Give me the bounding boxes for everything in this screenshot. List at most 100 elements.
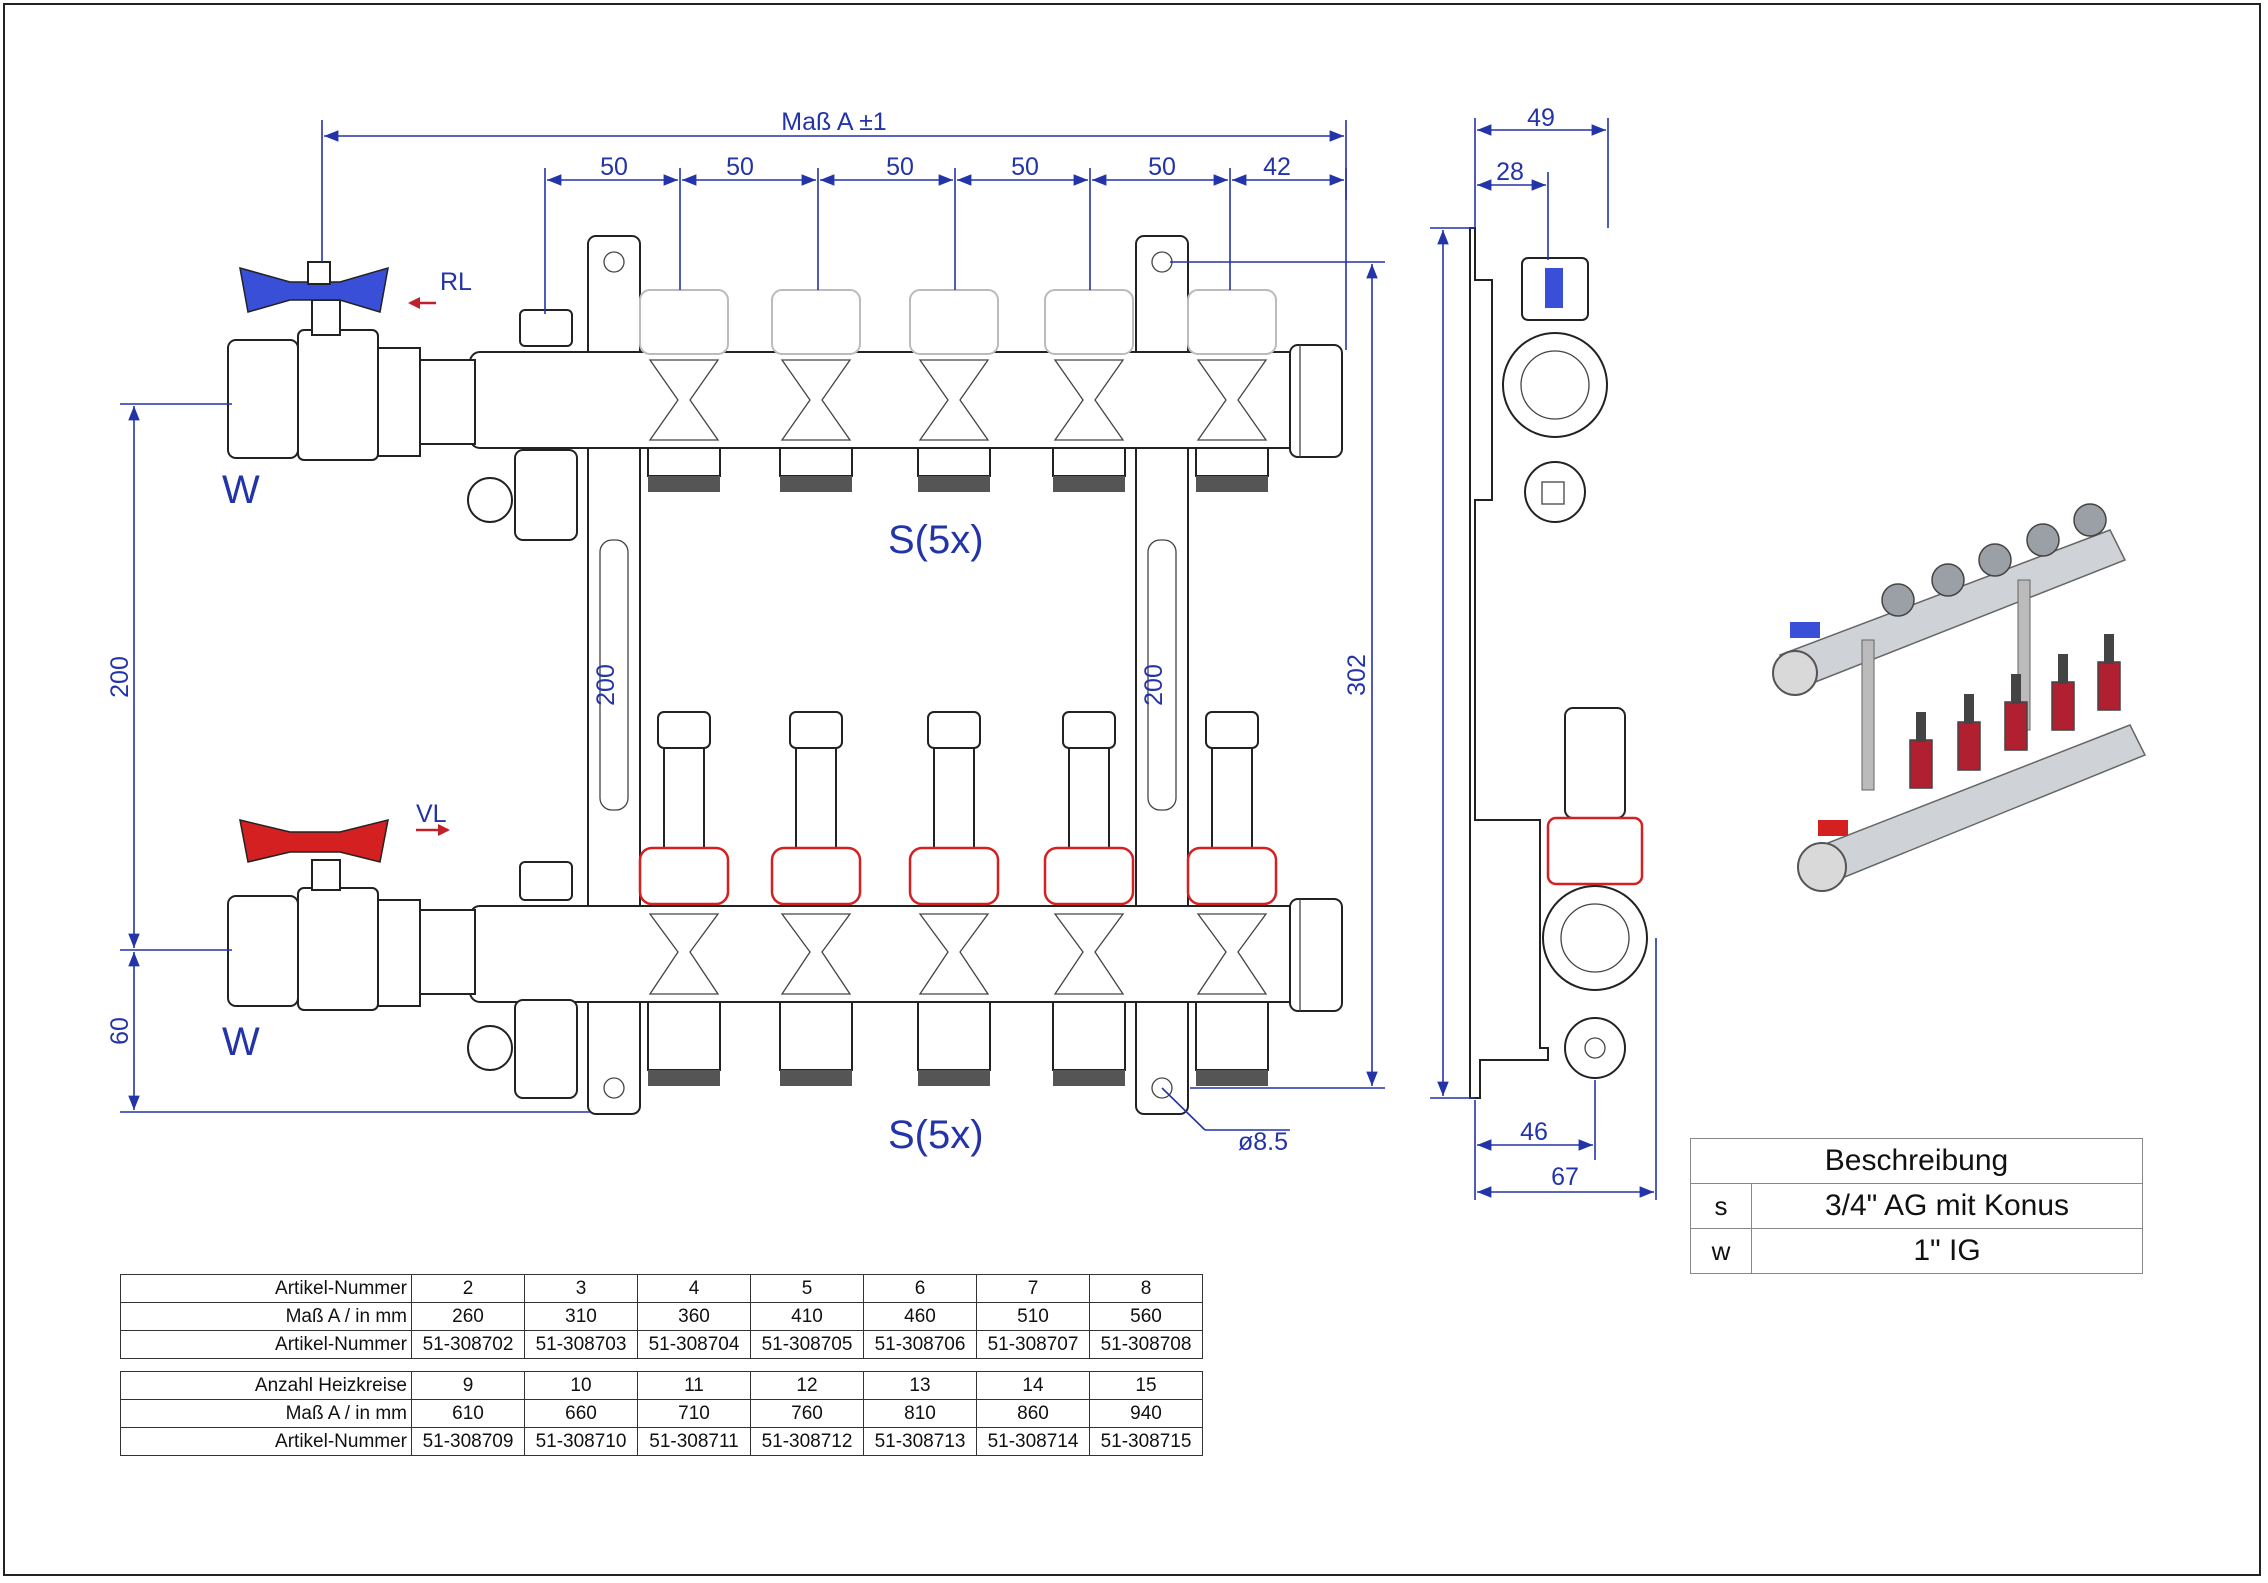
cell: 4 (637, 1274, 751, 1303)
cell: 360 (637, 1302, 751, 1331)
cell: 940 (1089, 1399, 1203, 1428)
air-vent-top (467, 309, 578, 541)
cell: 560 (1089, 1302, 1203, 1331)
table-row: Maß A / in mm 260 310 360 410 460 510 56… (120, 1302, 1203, 1331)
dim-mass-a: Maß A ±1 (781, 108, 886, 136)
cell: 410 (750, 1302, 864, 1331)
dim-spacing-3: 50 (886, 153, 914, 181)
row-label: Anzahl Heizkreise (120, 1371, 412, 1400)
dim-side-46: 46 (1520, 1118, 1548, 1146)
dim-height-302: 302 (1343, 654, 1371, 696)
dim-side-67: 67 (1551, 1163, 1579, 1191)
dim-height-200: 200 (106, 656, 134, 698)
cell: 15 (1089, 1371, 1203, 1400)
description-key: s (1690, 1183, 1752, 1229)
mounting-bracket-left (587, 235, 641, 1115)
table-row: s 3/4" AG mit Konus (1690, 1183, 2143, 1229)
side-return-bar (1502, 332, 1608, 438)
cell: 660 (524, 1399, 638, 1428)
cell: 51-308713 (863, 1427, 977, 1456)
cell: 51-308705 (750, 1330, 864, 1359)
cell: 51-308710 (524, 1427, 638, 1456)
cell: 51-308714 (976, 1427, 1090, 1456)
flow-meter-5 (1186, 711, 1278, 1086)
return-outlet-3 (909, 289, 999, 492)
cell: 51-308704 (637, 1330, 751, 1359)
dim-height-60: 60 (106, 1017, 134, 1045)
drawing-frame (3, 3, 2261, 1576)
cell: 51-308707 (976, 1330, 1090, 1359)
cell: 10 (524, 1371, 638, 1400)
dim-side-49: 49 (1527, 104, 1555, 132)
cell: 51-308706 (863, 1330, 977, 1359)
cell: 14 (976, 1371, 1090, 1400)
row-label: Artikel-Nummer (120, 1330, 412, 1359)
cell: 810 (863, 1399, 977, 1428)
air-vent-bottom (467, 861, 578, 1099)
row-label: Artikel-Nummer (120, 1427, 412, 1456)
description-table: Beschreibung s 3/4" AG mit Konus w 1" IG (1690, 1138, 2143, 1274)
flow-ball-valve (227, 818, 476, 1011)
label-s-top: S(5x) (888, 518, 984, 562)
return-valve-handle (239, 266, 389, 313)
cell: 13 (863, 1371, 977, 1400)
cell: 260 (411, 1302, 525, 1331)
table-row: Maß A / in mm 610 660 710 760 810 860 94… (120, 1399, 1203, 1428)
dim-hole: ø8.5 (1238, 1128, 1288, 1156)
front-view: 200 200 (222, 235, 1343, 1157)
cell: 51-308715 (1089, 1427, 1203, 1456)
bracket-mark-right: 200 (1140, 664, 1168, 706)
row-label: Maß A / in mm (120, 1399, 412, 1428)
row-label: Artikel-Nummer (120, 1274, 412, 1303)
table-row: w 1" IG (1690, 1228, 2143, 1274)
mounting-bracket-right (1135, 235, 1189, 1115)
cell: 11 (637, 1371, 751, 1400)
cell: 51-308708 (1089, 1330, 1203, 1359)
return-outlet-1 (639, 289, 729, 492)
cell: 510 (976, 1302, 1090, 1331)
flow-meter-4 (1043, 711, 1135, 1086)
flow-valve-handle (239, 818, 389, 863)
table-row: Anzahl Heizkreise 9 10 11 12 13 14 15 (120, 1371, 1203, 1400)
cell: 2 (411, 1274, 525, 1303)
cell: 710 (637, 1399, 751, 1428)
cell: 860 (976, 1399, 1090, 1428)
cell: 460 (863, 1302, 977, 1331)
cell: 51-308709 (411, 1427, 525, 1456)
table-row: Artikel-Nummer 51-308709 51-308710 51-30… (120, 1427, 1203, 1456)
cell: 51-308712 (750, 1427, 864, 1456)
table-row: Artikel-Nummer 51-308702 51-308703 51-30… (120, 1330, 1203, 1359)
label-w-top: W (222, 468, 260, 512)
cell: 9 (411, 1371, 525, 1400)
cell: 7 (976, 1274, 1090, 1303)
cell: 8 (1089, 1274, 1203, 1303)
table-row: Artikel-Nummer 2 3 4 5 6 7 8 (120, 1274, 1203, 1303)
manifold-3d-illustration (1772, 503, 2147, 892)
description-key: w (1690, 1228, 1752, 1274)
label-vl: VL (416, 800, 447, 828)
description-text: 3/4" AG mit Konus (1751, 1183, 2143, 1229)
cell: 12 (750, 1371, 864, 1400)
article-table: Artikel-Nummer 2 3 4 5 6 7 8 Maß A / in … (120, 1274, 1203, 1456)
return-outlet-2 (771, 289, 861, 492)
cell: 610 (411, 1399, 525, 1428)
return-ball-valve (227, 261, 476, 461)
description-header: Beschreibung (1690, 1138, 2143, 1184)
label-s-bottom: S(5x) (888, 1113, 984, 1157)
flow-meter-1 (638, 711, 730, 1086)
cell: 51-308711 (637, 1427, 751, 1456)
front-dimensions: Maß A ±1 50 50 50 50 50 42 200 60 302 ø8… (106, 108, 1385, 1156)
dim-spacing-5: 50 (1148, 153, 1176, 181)
label-rl: RL (440, 268, 472, 296)
cell: 51-308703 (524, 1330, 638, 1359)
cell: 5 (750, 1274, 864, 1303)
cell: 310 (524, 1302, 638, 1331)
side-flow-meter (1564, 707, 1626, 819)
dim-spacing-6: 42 (1263, 153, 1291, 181)
label-w-bottom: W (222, 1020, 260, 1064)
dim-spacing-1: 50 (600, 153, 628, 181)
flow-meter-3 (908, 711, 1000, 1086)
description-text: 1" IG (1751, 1228, 2143, 1274)
side-flow-bar (1542, 885, 1648, 991)
